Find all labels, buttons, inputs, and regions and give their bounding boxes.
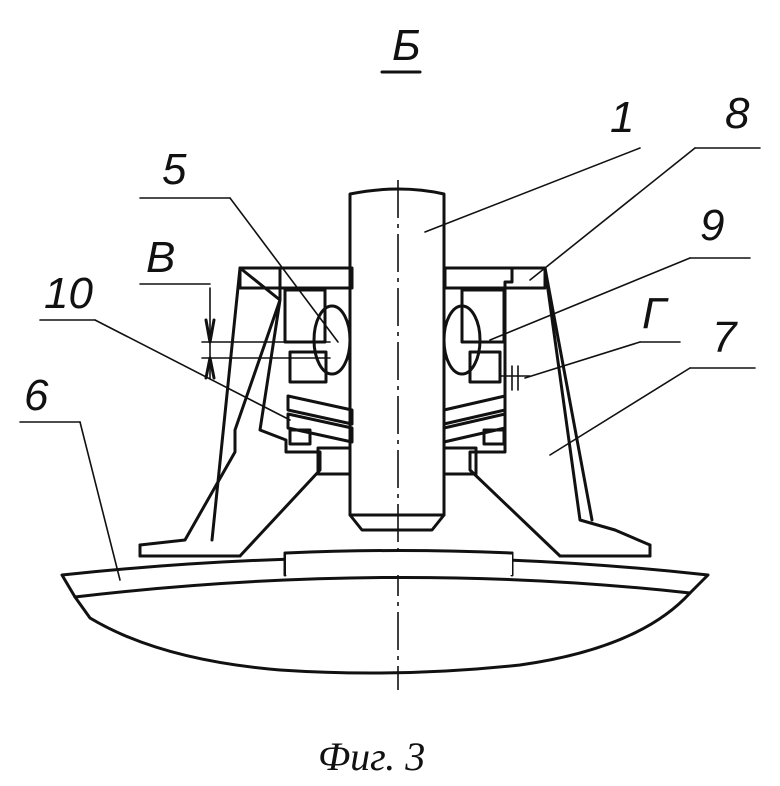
gap-v-dimension <box>201 287 331 380</box>
label-part-10: 10 <box>44 269 93 318</box>
label-part-6: 6 <box>24 371 49 420</box>
base-plate-part-6 <box>60 549 710 675</box>
bearing-assembly <box>283 288 506 384</box>
lower-collar <box>316 446 478 476</box>
label-gap-v: В <box>146 233 175 282</box>
figure-caption: Фиг. 3 <box>318 734 425 779</box>
label-gap-g: Г <box>642 289 669 338</box>
label-part-7: 7 <box>712 313 738 362</box>
label-part-9: 9 <box>700 201 724 250</box>
label-part-5: 5 <box>162 145 187 194</box>
gap-g-dimension <box>499 365 531 391</box>
leader-lines <box>19 147 761 581</box>
housing-part-7 <box>138 266 652 558</box>
shaft-part-1 <box>348 187 446 532</box>
spring-washer-part-10 <box>286 394 507 446</box>
label-part-1: 1 <box>610 93 634 142</box>
label-part-8: 8 <box>725 89 750 138</box>
view-label: Б <box>392 21 421 70</box>
